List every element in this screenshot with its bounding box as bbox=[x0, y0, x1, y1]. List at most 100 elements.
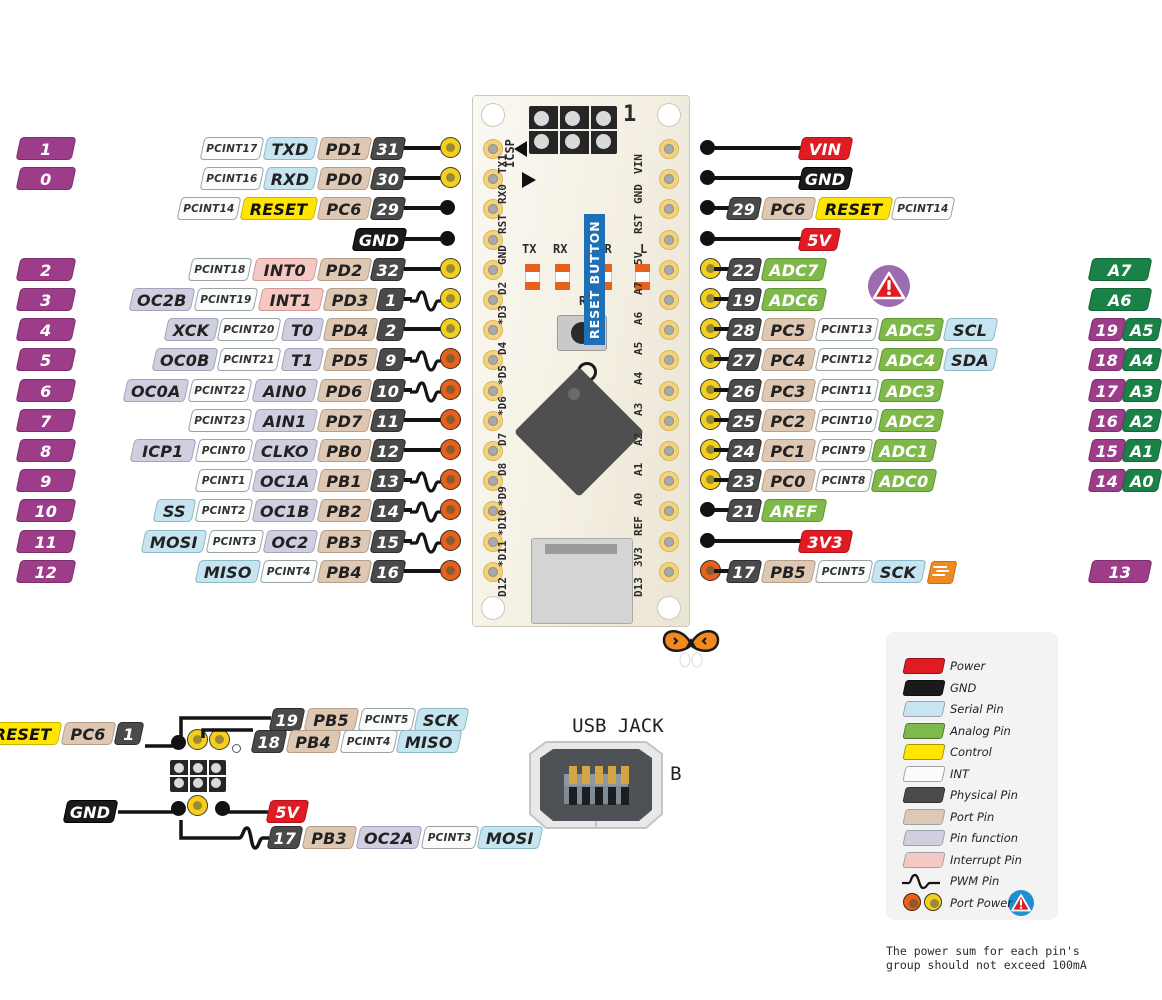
board-pad-right-5V bbox=[659, 229, 679, 250]
analog-alias-badge-A4: A4 bbox=[1121, 348, 1162, 372]
right-tag-21: 21 bbox=[725, 499, 763, 523]
right-tag-reset: RESET bbox=[814, 197, 893, 221]
board-silk-right-label: D13 bbox=[632, 576, 645, 597]
right-tag-adc7-label: ADC7 bbox=[769, 260, 819, 280]
left-tag-10-label: 10 bbox=[376, 381, 400, 401]
port-power-dot-left-14 bbox=[440, 559, 461, 581]
right-tag-pcint9: PCINT9 bbox=[814, 439, 873, 462]
arduino-nano-board: 1 ICSP TX RX PWR L RST RESET BUTTON TX1R… bbox=[472, 95, 690, 627]
left-tag-pcint23: PCINT23 bbox=[187, 408, 253, 432]
right-tag-19: 19 bbox=[725, 288, 763, 311]
pwm-wave-left-8 bbox=[410, 380, 444, 403]
digital-pin-label: 2 bbox=[40, 260, 52, 280]
board-usb-shield bbox=[545, 544, 617, 554]
board-pad-right-GND bbox=[659, 169, 679, 190]
right-tag-pcint5: PCINT5 bbox=[814, 559, 873, 583]
board-pad-right-A2 bbox=[659, 410, 679, 431]
digital-pin-label: 3 bbox=[40, 291, 52, 310]
analog-alias-badge-13: 13 bbox=[1087, 559, 1153, 583]
right-tag-25: 25 bbox=[725, 408, 763, 432]
icsp-detail-br2-pcint3-label: PCINT3 bbox=[427, 832, 471, 844]
digital-pin-badge-4: 4 bbox=[15, 318, 77, 342]
icsp-detail-tr1-19: 19 bbox=[268, 708, 306, 731]
icsp-detail-br2-oc2a: OC2A bbox=[355, 826, 422, 849]
right-tag-adc6: ADC6 bbox=[760, 288, 828, 311]
left-tag-pd4-label: PD4 bbox=[331, 321, 368, 341]
left-tag-oc0a-label: OC0A bbox=[131, 381, 181, 401]
left-tag-oc1a: OC1A bbox=[251, 469, 318, 493]
right-tag-adc6-label: ADC6 bbox=[769, 291, 819, 310]
right-tag-pcint9-label: PCINT9 bbox=[821, 445, 865, 457]
analog-alias-badge-A5: A5 bbox=[1121, 318, 1162, 342]
icsp-detail-tr2-pcint4-label: PCINT4 bbox=[346, 736, 390, 748]
legend-swatch-interrupt-pin bbox=[902, 851, 946, 868]
digital-pin-badge-11: 11 bbox=[15, 529, 77, 553]
right-tag-pcint12: PCINT12 bbox=[814, 348, 880, 372]
left-tag-pcint16: PCINT16 bbox=[199, 167, 265, 191]
board-silk-right-label: A5 bbox=[632, 341, 645, 356]
legend-label-power: Power bbox=[950, 659, 986, 673]
digital-pin-label: 4 bbox=[40, 321, 52, 341]
left-tag-int1: INT1 bbox=[257, 288, 324, 311]
pwm-wave-left-5 bbox=[410, 290, 444, 312]
board-silk-left-label: D12 bbox=[496, 576, 509, 597]
right-tag-pc6-label: PC6 bbox=[770, 200, 806, 220]
board-pad-right-RST bbox=[659, 199, 679, 220]
icsp-detail-tr2-18: 18 bbox=[250, 730, 288, 753]
analog-alias-label: A7 bbox=[1107, 260, 1132, 280]
board-pad-left-*D9 bbox=[483, 471, 503, 492]
icsp-detail-tl-pc6-label: PC6 bbox=[69, 725, 106, 744]
led-l bbox=[635, 264, 650, 290]
digital-pin-badge-12: 12 bbox=[15, 559, 77, 583]
left-tag-31: 31 bbox=[369, 137, 407, 160]
board-pad-left-RX0 bbox=[483, 169, 503, 190]
right-tag-pcint10-label: PCINT10 bbox=[820, 414, 873, 427]
right-tag-28-label: 28 bbox=[732, 321, 756, 341]
left-tag-miso: MISO bbox=[194, 559, 262, 583]
icsp-pin1-label: 1 bbox=[623, 102, 637, 127]
right-tag-reset-label: RESET bbox=[824, 200, 882, 220]
legend-label-gnd: GND bbox=[950, 680, 977, 695]
left-lead-2 bbox=[404, 206, 444, 211]
digital-pin-badge-8: 8 bbox=[15, 439, 77, 462]
right-lead-10 bbox=[714, 448, 732, 452]
alt-digital-number-label: 16 bbox=[1095, 411, 1119, 431]
right-tag-pc1: PC1 bbox=[760, 439, 816, 462]
left-tag-oc0a: OC0A bbox=[122, 378, 190, 402]
right-tag-pc2: PC2 bbox=[760, 408, 816, 432]
right-tag-pc0: PC0 bbox=[760, 469, 816, 493]
right-tag-17-label: 17 bbox=[732, 562, 756, 582]
analog-alias-badge-A3: A3 bbox=[1121, 378, 1162, 402]
right-lead-1 bbox=[714, 176, 804, 181]
port-power-dot-right-1 bbox=[700, 170, 715, 186]
port-power-dot-left-5 bbox=[440, 288, 461, 309]
left-tag-pd7: PD7 bbox=[316, 408, 372, 432]
icsp-detail-br2-pb3-label: PB3 bbox=[311, 829, 347, 848]
left-tag-29: 29 bbox=[369, 197, 407, 221]
left-tag-pcint2-label: PCINT2 bbox=[201, 505, 246, 518]
right-lead-6 bbox=[714, 327, 732, 332]
icsp-detail-tr2-pcint4: PCINT4 bbox=[339, 730, 398, 753]
bow-decoration-icon bbox=[662, 630, 720, 668]
legend-label-pwm-pin: PWM Pin bbox=[950, 874, 1000, 888]
left-tag-t1: T1 bbox=[280, 348, 324, 372]
analog-alias-label: A2 bbox=[1129, 411, 1154, 431]
right-tag-pc4: PC4 bbox=[760, 348, 816, 372]
legend-swatch-control bbox=[902, 744, 946, 760]
right-tag-pcint12-label: PCINT12 bbox=[820, 354, 873, 367]
left-tag-1-label: 1 bbox=[385, 291, 397, 310]
triangle-marker-left-icon bbox=[514, 141, 527, 157]
left-tag-pcint18-label: PCINT18 bbox=[194, 263, 246, 276]
legend-swatch-port-pin bbox=[902, 808, 946, 825]
left-tag-pcint18: PCINT18 bbox=[187, 257, 253, 281]
left-tag-pd4: PD4 bbox=[322, 318, 378, 342]
right-tag-24-label: 24 bbox=[732, 442, 756, 461]
icsp-detail-br2-17: 17 bbox=[266, 826, 304, 849]
right-lead-13 bbox=[714, 538, 804, 543]
left-tag-pcint20-label: PCINT20 bbox=[223, 324, 275, 337]
left-lead-3 bbox=[404, 236, 444, 241]
analog-alias-badge-A6: A6 bbox=[1087, 288, 1153, 311]
legend-swatch-gnd bbox=[902, 679, 946, 696]
right-tag-pcint8: PCINT8 bbox=[814, 469, 873, 493]
right-lead-4 bbox=[714, 266, 732, 271]
